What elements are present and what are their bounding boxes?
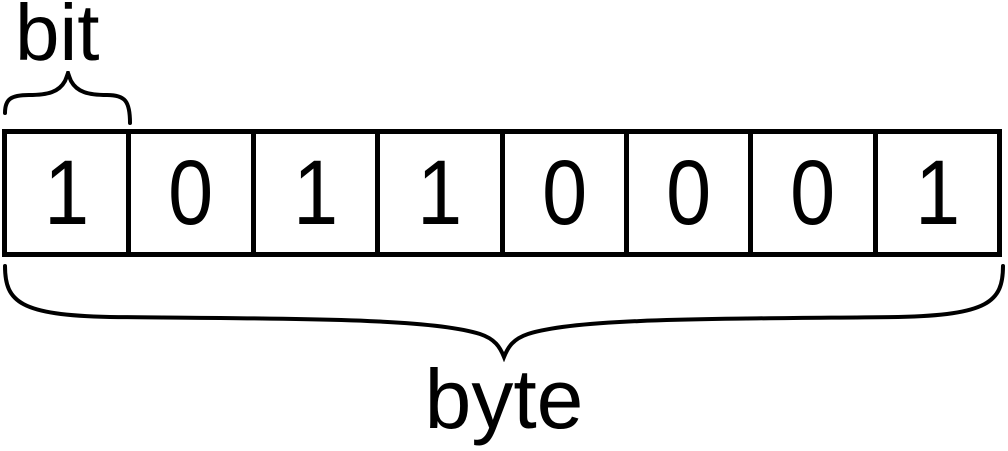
bit-label: bit [15, 0, 100, 77]
bit-cell: 0 [629, 134, 754, 252]
bit-cell: 0 [505, 134, 629, 252]
bit-cell: 0 [131, 134, 256, 252]
bit-cell: 0 [753, 134, 878, 252]
bit-value: 1 [44, 142, 90, 244]
bit-cell: 1 [256, 134, 381, 252]
bit-value: 0 [168, 142, 214, 244]
bit-value: 1 [914, 142, 960, 244]
bit-value: 0 [790, 142, 836, 244]
bit-value: 1 [292, 142, 338, 244]
bit-cell: 1 [380, 134, 505, 252]
bit-value: 0 [666, 142, 712, 244]
bit-brace-icon [3, 71, 132, 125]
byte-brace-icon [3, 264, 1005, 362]
byte-row: 1 0 1 1 0 0 0 1 [2, 129, 1002, 257]
bit-cell: 1 [7, 134, 132, 252]
bit-cell: 1 [878, 134, 997, 252]
bit-value: 1 [417, 142, 463, 244]
byte-label: byte [424, 352, 584, 446]
bit-value: 0 [541, 142, 587, 244]
